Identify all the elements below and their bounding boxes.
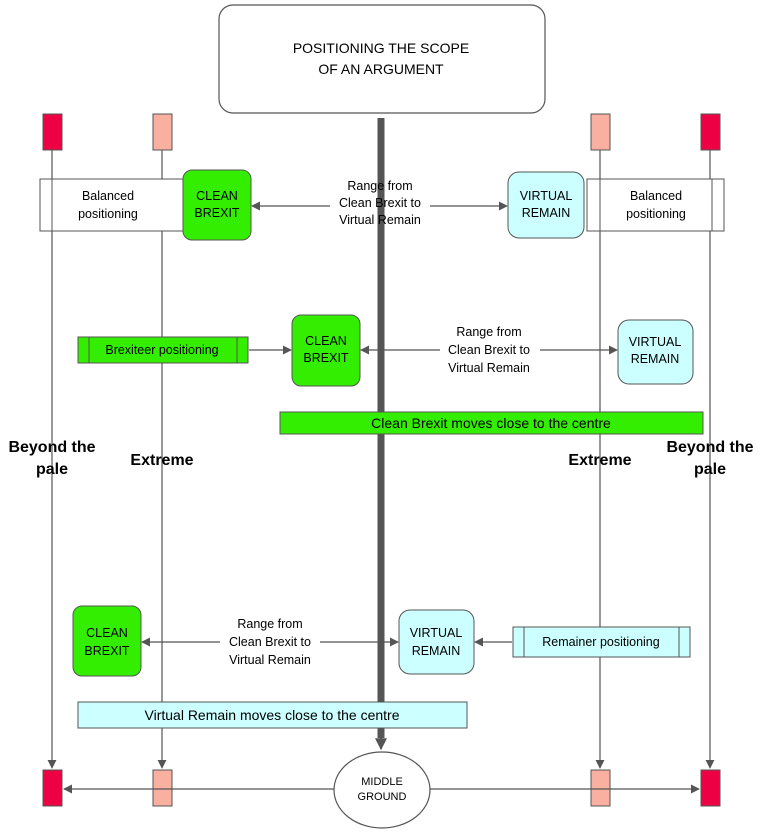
middle-ground-line-2: GROUND <box>358 791 407 803</box>
row3-banner-text: Virtual Remain moves close to the centre <box>145 707 400 723</box>
row2-range-line-1: Range from <box>456 325 521 339</box>
row3-clean-brexit-box <box>72 605 142 677</box>
row3-banner-box <box>77 701 468 729</box>
top-marker-left-inner <box>152 113 173 151</box>
label-beyond-left-1: Beyond the <box>8 439 95 456</box>
label-beyond-right-1: Beyond the <box>666 439 753 456</box>
row1-range-line-3: Virtual Remain <box>339 213 421 227</box>
row3-range-line-2: Clean Brexit to <box>229 635 311 649</box>
row1-clean-line-2: BREXIT <box>194 206 240 220</box>
row2-clean-brexit-box <box>291 314 361 387</box>
row1-right-label-1: Balanced <box>630 189 682 203</box>
row3-clean-line-1: CLEAN <box>86 626 128 640</box>
bottom-marker-right-inner <box>590 769 611 807</box>
top-marker-right-outer <box>700 113 721 151</box>
row2-clean-line-2: BREXIT <box>303 351 349 365</box>
row3-virtual-remain-box <box>398 609 475 675</box>
top-marker-right-inner <box>590 113 611 151</box>
row3-remainer-label: Remainer positioning <box>542 635 659 649</box>
row1-right-label-2: positioning <box>626 207 686 221</box>
label-beyond-left-2: pale <box>36 461 68 478</box>
row2-banner-box <box>279 411 704 435</box>
row1-left-label-2: positioning <box>78 207 138 221</box>
bottom-marker-left-outer <box>42 769 63 807</box>
row2-virtual-line-1: VIRTUAL <box>629 335 682 349</box>
middle-ground-ellipse <box>333 751 431 829</box>
row3-range-line-3: Virtual Remain <box>229 653 311 667</box>
row2-banner-text: Clean Brexit moves close to the centre <box>371 415 611 431</box>
label-extreme-left: Extreme <box>130 452 193 469</box>
row1-right-balanced: Balanced positioning <box>586 178 725 232</box>
label-extreme-right: Extreme <box>568 452 631 469</box>
title-line-1: POSITIONING THE SCOPE <box>293 40 469 56</box>
title-line-2: OF AN ARGUMENT <box>318 61 444 77</box>
top-marker-left-outer <box>42 113 63 151</box>
bottom-marker-left-inner <box>152 769 173 807</box>
row3-virtual-line-1: VIRTUAL <box>410 626 463 640</box>
row2-brexiteer-positioning: Brexiteer positioning <box>77 336 249 364</box>
row2-virtual-remain-box <box>617 319 694 385</box>
label-beyond-right-2: pale <box>694 461 726 478</box>
bottom-marker-right-outer <box>700 769 721 807</box>
row2-virtual-line-2: REMAIN <box>631 352 680 366</box>
row3-range-line-1: Range from <box>237 617 302 631</box>
row1-virtual-remain-box <box>507 171 585 239</box>
row3-virtual-line-2: REMAIN <box>412 644 461 658</box>
middle-ground-line-1: MIDDLE <box>361 776 403 788</box>
row2-clean-line-1: CLEAN <box>305 334 347 348</box>
row1-virtual-line-2: REMAIN <box>522 206 571 220</box>
row1-clean-line-1: CLEAN <box>196 189 238 203</box>
row2-brexiteer-label: Brexiteer positioning <box>105 343 218 357</box>
row3-clean-line-2: BREXIT <box>84 644 130 658</box>
title-box <box>218 4 546 114</box>
row2-range-line-2: Clean Brexit to <box>448 343 530 357</box>
row1-left-label-1: Balanced <box>82 189 134 203</box>
row1-range-line-1: Range from <box>347 179 412 193</box>
row2-range-line-3: Virtual Remain <box>448 361 530 375</box>
row3-remainer-positioning: Remainer positioning <box>512 626 691 658</box>
row1-clean-brexit-box <box>182 169 252 241</box>
row1-virtual-line-1: VIRTUAL <box>520 189 573 203</box>
row1-range-line-2: Clean Brexit to <box>339 196 421 210</box>
